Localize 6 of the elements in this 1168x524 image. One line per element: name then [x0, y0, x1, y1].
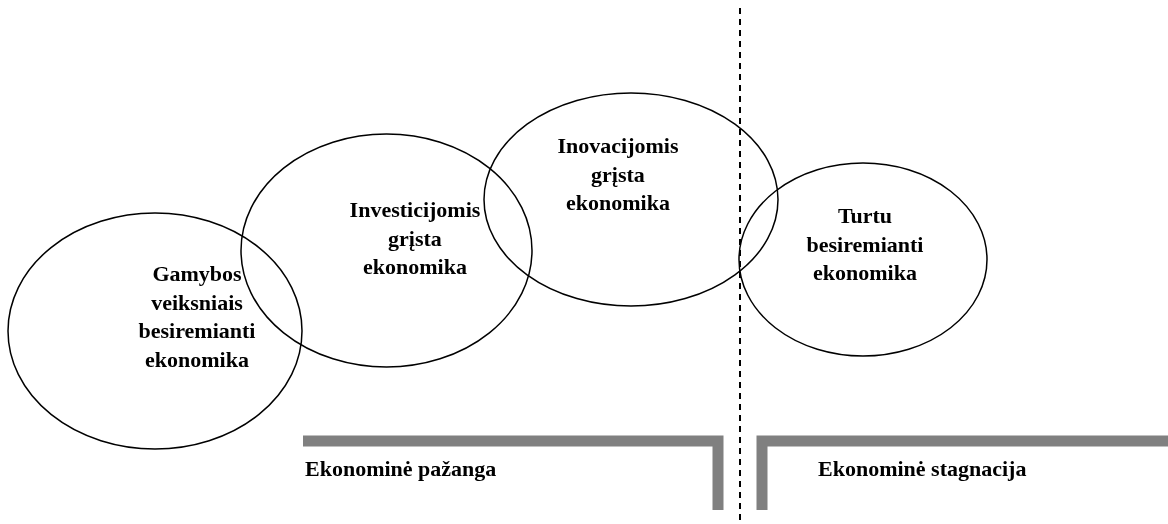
bracket-caption: Ekonominė pažanga — [305, 456, 497, 482]
bracket-caption: Ekonominė stagnacija — [818, 456, 1027, 482]
node-label: Gamybos veiksniais besiremianti ekonomika — [137, 260, 257, 374]
node-label: Inovacijomis grįsta ekonomika — [556, 132, 680, 218]
node-label: Turtu besiremianti ekonomika — [805, 202, 925, 288]
node-label: Investicijomis grįsta ekonomika — [348, 196, 482, 282]
